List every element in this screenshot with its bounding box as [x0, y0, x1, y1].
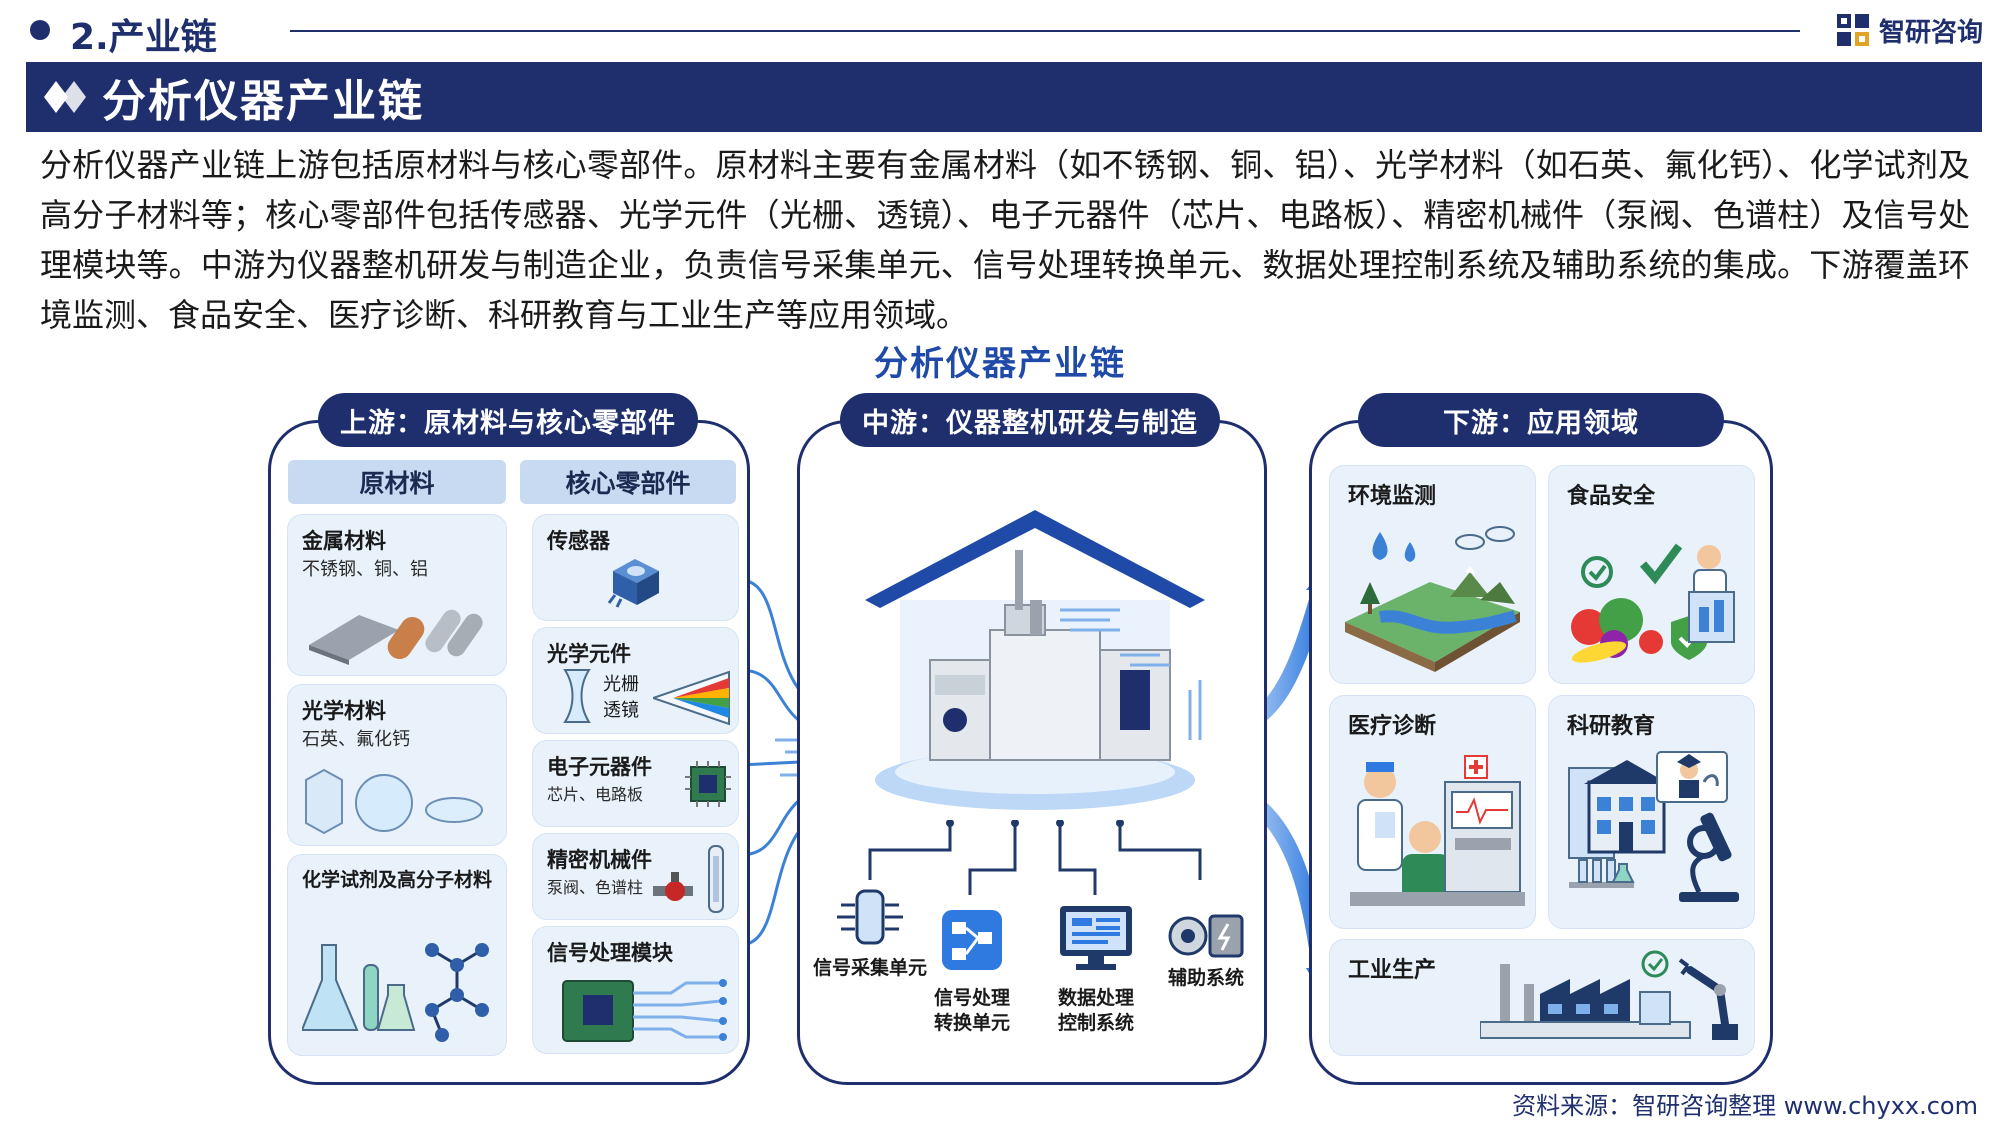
lens-icon — [563, 669, 591, 723]
auxiliary-system-icon — [1168, 914, 1244, 958]
core-card-title: 电子元器件 — [547, 755, 652, 779]
mid-unit-line: 信号处理 — [933, 987, 1010, 1009]
upstream-title: 上游：原材料与核心零部件 — [318, 393, 698, 447]
research-education-icon — [1568, 751, 1739, 902]
raw-materials-header: 原材料 — [288, 460, 506, 504]
chemical-reagents-icon — [302, 943, 489, 1042]
field-card-industry: 工业生产 — [1330, 940, 1754, 1055]
mid-unit-label: 数据处理 控制系统 — [1026, 986, 1166, 1036]
section-number: 2.产业链 — [70, 17, 217, 58]
mid-unit-label: 辅助系统 — [1136, 966, 1276, 991]
mid-unit-line: 数据处理 — [1057, 987, 1134, 1009]
field-card-title: 科研教育 — [1567, 714, 1656, 739]
field-card-title: 医疗诊断 — [1348, 714, 1437, 739]
core-card-sub: 芯片、电路板 — [547, 785, 644, 804]
metal-materials-icon — [309, 609, 483, 665]
optical-materials-icon — [305, 768, 483, 835]
raw-card-metal: 金属材料 不锈钢、铜、铝 — [288, 515, 506, 675]
core-card-sub: 泵阀、色谱柱 — [547, 878, 644, 897]
field-card-research: 科研教育 — [1549, 696, 1754, 928]
grating-label: 光栅 — [603, 674, 639, 695]
mid-unit-line: 控制系统 — [1057, 1012, 1134, 1034]
raw-card-title: 化学试剂及高分子材料 — [302, 869, 493, 891]
brand-logo: 智研咨询 — [1835, 10, 1983, 50]
data-source: 资料来源：智研咨询整理 www.chyxx.com — [1512, 1092, 1978, 1120]
banner-title: 分析仪器产业链 — [102, 76, 424, 127]
midstream-title: 中游：仪器整机研发与制造 — [840, 393, 1220, 447]
raw-card-optical: 光学材料 石英、氟化钙 — [288, 685, 506, 845]
environment-icon — [1345, 526, 1520, 672]
signal-acquisition-icon — [837, 889, 903, 945]
medical-diagnosis-icon — [1350, 755, 1525, 906]
raw-card-title: 光学材料 — [302, 699, 386, 723]
header-rule — [290, 30, 1800, 32]
core-card-electronics: 电子元器件 芯片、电路板 — [533, 741, 738, 826]
core-card-title: 精密机械件 — [547, 848, 652, 872]
field-card-title: 食品安全 — [1567, 484, 1656, 509]
raw-card-chemical: 化学试剂及高分子材料 — [288, 855, 506, 1055]
midstream-connectors — [868, 820, 1202, 895]
mid-unit-label: 信号处理 转换单元 — [902, 986, 1042, 1036]
raw-card-title: 金属材料 — [302, 529, 386, 553]
prism-spectrum-icon — [653, 670, 730, 726]
chip-icon — [685, 761, 731, 807]
mid-unit-line: 转换单元 — [933, 1012, 1010, 1034]
circuit-board-icon — [562, 979, 727, 1042]
core-card-optics: 光学元件 光栅 透镜 — [533, 628, 738, 733]
raw-card-sub: 不锈钢、铜、铝 — [302, 559, 428, 580]
core-card-title: 信号处理模块 — [547, 941, 673, 965]
food-safety-icon — [1571, 543, 1735, 663]
signal-processing-icon — [942, 910, 1002, 970]
core-card-signal-module: 信号处理模块 — [533, 927, 738, 1053]
mid-unit-label: 信号采集单元 — [800, 956, 940, 981]
instrument-illustration — [865, 510, 1205, 810]
field-card-medical: 医疗诊断 — [1330, 696, 1535, 928]
sensor-icon — [607, 559, 659, 608]
core-card-title: 传感器 — [547, 529, 610, 553]
title-banner: 分析仪器产业链 — [26, 62, 1982, 132]
section-bullet — [30, 20, 50, 40]
field-card-environment: 环境监测 — [1330, 466, 1535, 683]
intro-paragraph: 分析仪器产业链上游包括原材料与核心零部件。原材料主要有金属材料（如不锈钢、铜、铝… — [40, 146, 1970, 334]
field-card-title: 工业生产 — [1348, 958, 1437, 983]
diamond-icon — [44, 81, 86, 113]
diagram-title: 分析仪器产业链 — [874, 344, 1126, 384]
mid-unit-line: 辅助系统 — [1167, 967, 1244, 989]
mid-unit-line: 信号采集单元 — [812, 957, 927, 979]
data-control-icon — [1060, 906, 1132, 970]
valve-column-icon — [653, 845, 724, 913]
brand-logo-text: 智研咨询 — [1879, 17, 1984, 48]
field-card-title: 环境监测 — [1348, 484, 1437, 509]
core-components-header: 核心零部件 — [520, 460, 736, 504]
industrial-production-icon — [1480, 950, 1738, 1040]
raw-card-sub: 石英、氟化钙 — [302, 729, 410, 750]
lens-label: 透镜 — [603, 700, 639, 721]
core-card-mechanical: 精密机械件 泵阀、色谱柱 — [533, 834, 738, 919]
brand-logo-icon — [1837, 14, 1869, 46]
downstream-title: 下游：应用领域 — [1358, 393, 1724, 447]
field-card-food-safety: 食品安全 — [1549, 466, 1754, 683]
core-card-sensor: 传感器 — [533, 515, 738, 620]
core-card-title: 光学元件 — [547, 642, 631, 666]
